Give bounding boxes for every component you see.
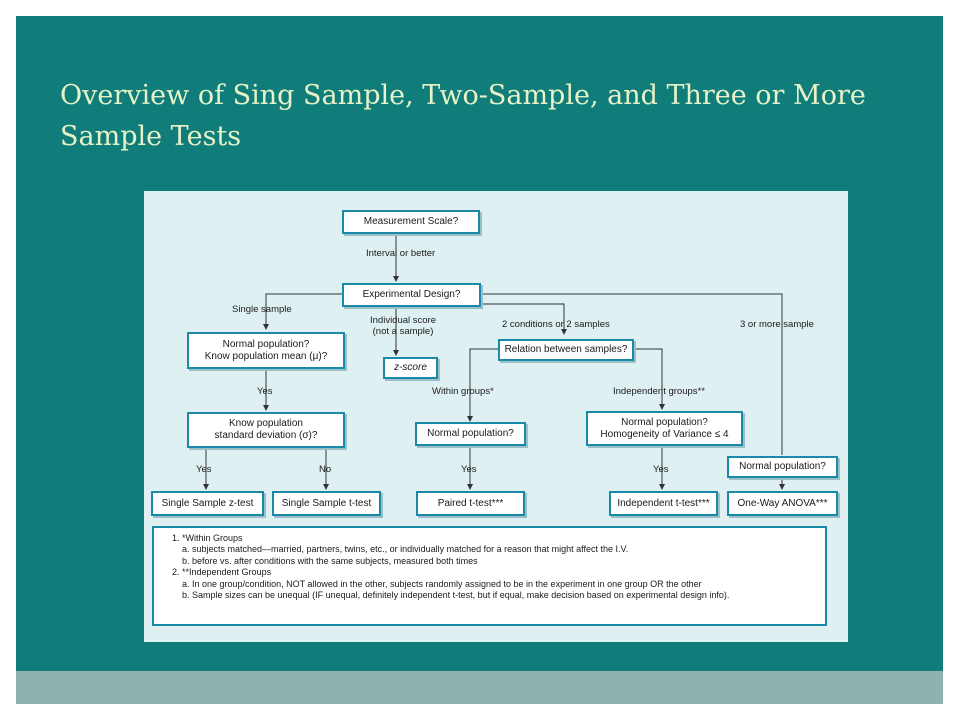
one-way-anova-box: One-Way ANOVA***	[727, 491, 838, 516]
paired-t-test-box: Paired t-test***	[416, 491, 525, 516]
yes-label-normal-mean: Yes	[257, 386, 273, 397]
normal-population-homogeneity-box: Normal population? Homogeneity of Varian…	[586, 411, 743, 446]
z-score-box: z-score	[383, 357, 438, 379]
footnote-line: a. subjects matched—married, partners, t…	[182, 544, 629, 555]
individual-score-label: Individual score (not a sample)	[370, 315, 437, 337]
know-sd-box: Know population standard deviation (σ)?	[187, 412, 345, 448]
flowchart-diagram: Measurement Scale? Interval or better Ex…	[144, 191, 848, 642]
no-label-t: No	[319, 464, 332, 475]
single-sample-label: Single sample	[232, 304, 292, 315]
yes-label-independent: Yes	[653, 464, 669, 475]
two-conditions-label: 2 conditions or 2 samples	[502, 319, 610, 330]
independent-groups-label: Independent groups**	[613, 386, 705, 397]
independent-t-test-box: Independent t-test***	[609, 491, 718, 516]
normal-population-three-box: Normal population?	[727, 456, 838, 478]
relation-between-samples-box: Relation between samples?	[498, 339, 634, 361]
normal-population-within-box: Normal population?	[415, 422, 526, 446]
interval-or-better-label: Interval or better	[366, 248, 436, 259]
yes-label-paired: Yes	[461, 464, 477, 475]
normal-population-mean-box: Normal population? Know population mean …	[187, 332, 345, 369]
footnote-line: a. In one group/condition, NOT allowed i…	[182, 578, 702, 589]
measurement-scale-box: Measurement Scale?	[342, 210, 480, 234]
three-or-more-label: 3 or more sample	[740, 319, 814, 330]
slide-title: Overview of Sing Sample, Two-Sample, and…	[60, 80, 866, 152]
slide-footer-bar	[16, 671, 943, 704]
footnote-line: 1. *Within Groups	[172, 533, 243, 543]
footnote-line: 2. **Independent Groups	[172, 567, 272, 578]
footnote-line: b. Sample sizes can be unequal (IF unequ…	[182, 590, 730, 601]
experimental-design-box: Experimental Design?	[342, 283, 481, 307]
connector-lines	[203, 234, 785, 490]
single-sample-z-test-box: Single Sample z-test	[151, 491, 264, 516]
footnotes-box: 1. *Within Groups a. subjects matched—ma…	[152, 526, 827, 626]
within-groups-label: Within groups*	[432, 386, 494, 397]
single-sample-t-test-box: Single Sample t-test	[272, 491, 381, 516]
footnote-line: b. before vs. after conditions with the …	[182, 555, 478, 566]
yes-label-z: Yes	[196, 464, 212, 475]
